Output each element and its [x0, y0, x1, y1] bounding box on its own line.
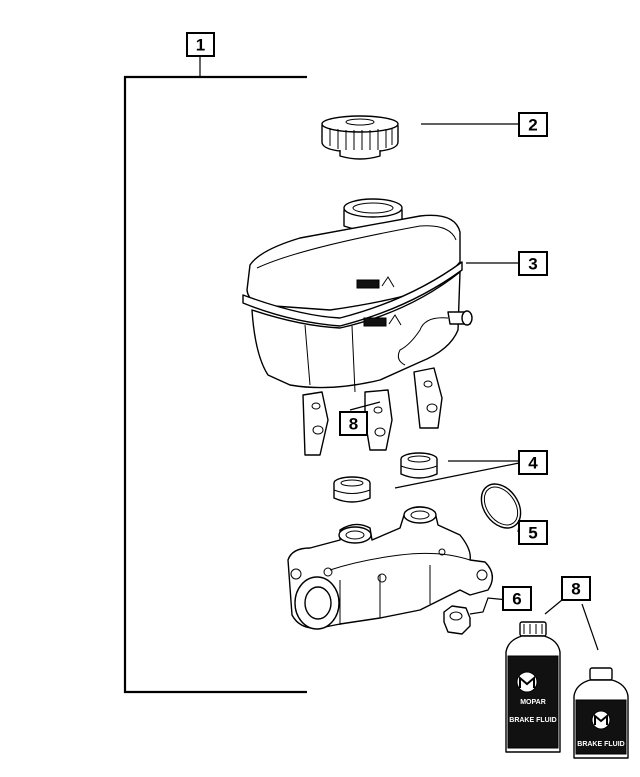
- svg-text:1: 1: [196, 36, 205, 55]
- callout-1[interactable]: 1: [186, 32, 215, 57]
- o-ring-seal[interactable]: [473, 477, 528, 536]
- svg-text:6: 6: [512, 590, 521, 609]
- reservoir-grommet-left[interactable]: [333, 476, 371, 503]
- reservoir-grommet-right[interactable]: [400, 452, 438, 479]
- callout-4[interactable]: 4: [518, 450, 548, 475]
- master-cylinder-body[interactable]: [287, 506, 493, 630]
- bottle-small-product: BRAKE FLUID: [577, 741, 624, 748]
- reservoir-cap[interactable]: [321, 115, 399, 160]
- svg-text:2: 2: [528, 116, 537, 135]
- svg-text:8: 8: [349, 415, 358, 434]
- brake-fluid-reservoir[interactable]: [242, 198, 473, 456]
- svg-text:5: 5: [528, 524, 537, 543]
- callout-8-bottles[interactable]: 8: [561, 576, 591, 601]
- callout-3[interactable]: 3: [518, 251, 548, 276]
- assembly-bracket: [123, 56, 307, 694]
- reservoir-logo-lower-icon: [363, 314, 402, 327]
- callout-5[interactable]: 5: [518, 520, 548, 545]
- svg-text:8: 8: [571, 580, 580, 599]
- callout-2[interactable]: 2: [518, 112, 548, 137]
- bottle-large-product: BRAKE FLUID: [509, 717, 556, 724]
- bottle-large-brand: MOPAR: [520, 699, 546, 706]
- svg-text:4: 4: [528, 454, 538, 473]
- brake-fluid-bottle-large[interactable]: MOPAR BRAKE FLUID: [505, 621, 561, 753]
- reservoir-logo-upper-icon: [356, 276, 395, 289]
- brake-fluid-bottle-small[interactable]: BRAKE FLUID: [573, 667, 629, 759]
- callout-8-reservoir[interactable]: 8: [339, 411, 368, 436]
- svg-text:3: 3: [528, 255, 537, 274]
- mopar-logo-icon: [516, 671, 538, 693]
- callout-6[interactable]: 6: [502, 586, 532, 611]
- mounting-nut[interactable]: [443, 605, 471, 635]
